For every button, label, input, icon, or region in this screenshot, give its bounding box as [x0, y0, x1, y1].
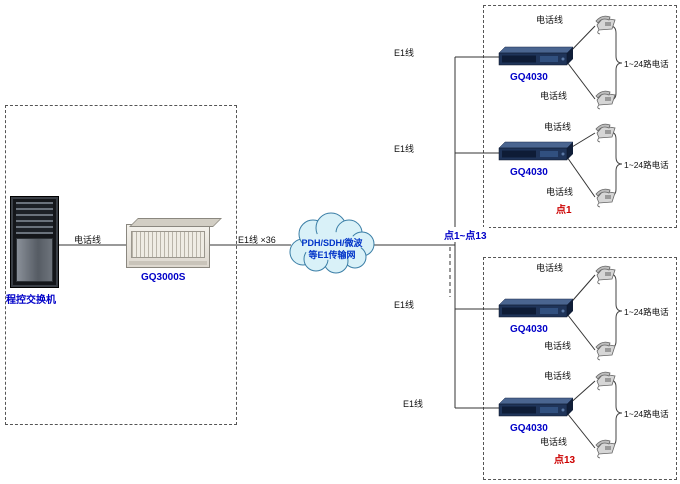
transmission-cloud-icon — [289, 212, 375, 274]
phones-group-label: 1~24路电话 — [624, 307, 669, 317]
gq3000s-card-slots — [131, 231, 205, 258]
phone-line-label: 电话线 — [536, 15, 564, 25]
phone-line-label: 电话线 — [544, 371, 572, 381]
phone-line-label: 电话线 — [544, 341, 572, 351]
gq4030-device — [498, 141, 573, 161]
phone-line-label: 电话线 — [540, 91, 568, 101]
phones-group-label: 1~24路电话 — [624, 160, 669, 170]
phone-icon — [595, 341, 616, 361]
gq4030-device — [498, 298, 573, 318]
pbx-switch-label: 程控交换机 — [6, 295, 56, 306]
site13-box — [483, 257, 677, 480]
phone-line-label: 电话线 — [546, 187, 574, 197]
gq4030-label: GQ4030 — [510, 72, 548, 83]
gq4030-device — [498, 397, 573, 417]
gq3000s-device — [126, 224, 210, 268]
phone-icon — [595, 439, 616, 459]
phone-icon — [595, 15, 616, 35]
e1-x36-label: E1线 ×36 — [238, 235, 276, 245]
site-label: 点1 — [556, 205, 572, 216]
gq4030-device — [498, 46, 573, 66]
pbx-rack-icon — [10, 196, 59, 288]
phone-line-label: 电话线 — [540, 437, 568, 447]
phone-line-label: 电话线 — [544, 122, 572, 132]
site-label: 点13 — [554, 455, 576, 466]
gq4030-label: GQ4030 — [510, 167, 548, 178]
phone-line-label: 电话线 — [536, 263, 564, 273]
connector-lines — [57, 25, 596, 449]
e1-line-label: E1线 — [394, 48, 415, 58]
central-office-box — [5, 105, 237, 425]
rack-door — [16, 238, 53, 282]
gq3000s-base — [129, 261, 207, 265]
e1-line-label: E1线 — [403, 399, 424, 409]
cloud-label-line1: PDH/SDH/微波 — [301, 238, 363, 248]
phone-line-label: 电话线 — [74, 235, 102, 245]
phone-icon — [595, 265, 616, 285]
rack-vents — [16, 202, 53, 234]
sites-range-label: 点1~点13 — [442, 227, 489, 242]
phone-icon — [595, 90, 616, 110]
gq4030-label: GQ4030 — [510, 423, 548, 434]
phone-icon — [595, 123, 616, 143]
phone-icon — [595, 188, 616, 208]
e1-line-label: E1线 — [394, 144, 415, 154]
phones-group-label: 1~24路电话 — [624, 409, 669, 419]
gq4030-label: GQ4030 — [510, 324, 548, 335]
brace-icons — [609, 25, 623, 447]
gq3000s-label: GQ3000S — [141, 272, 186, 283]
e1-line-label: E1线 — [394, 300, 415, 310]
phones-group-label: 1~24路电话 — [624, 59, 669, 69]
cloud-label-line2: 等E1传输网 — [308, 250, 356, 260]
phone-icon — [595, 371, 616, 391]
site1-box — [483, 5, 677, 228]
